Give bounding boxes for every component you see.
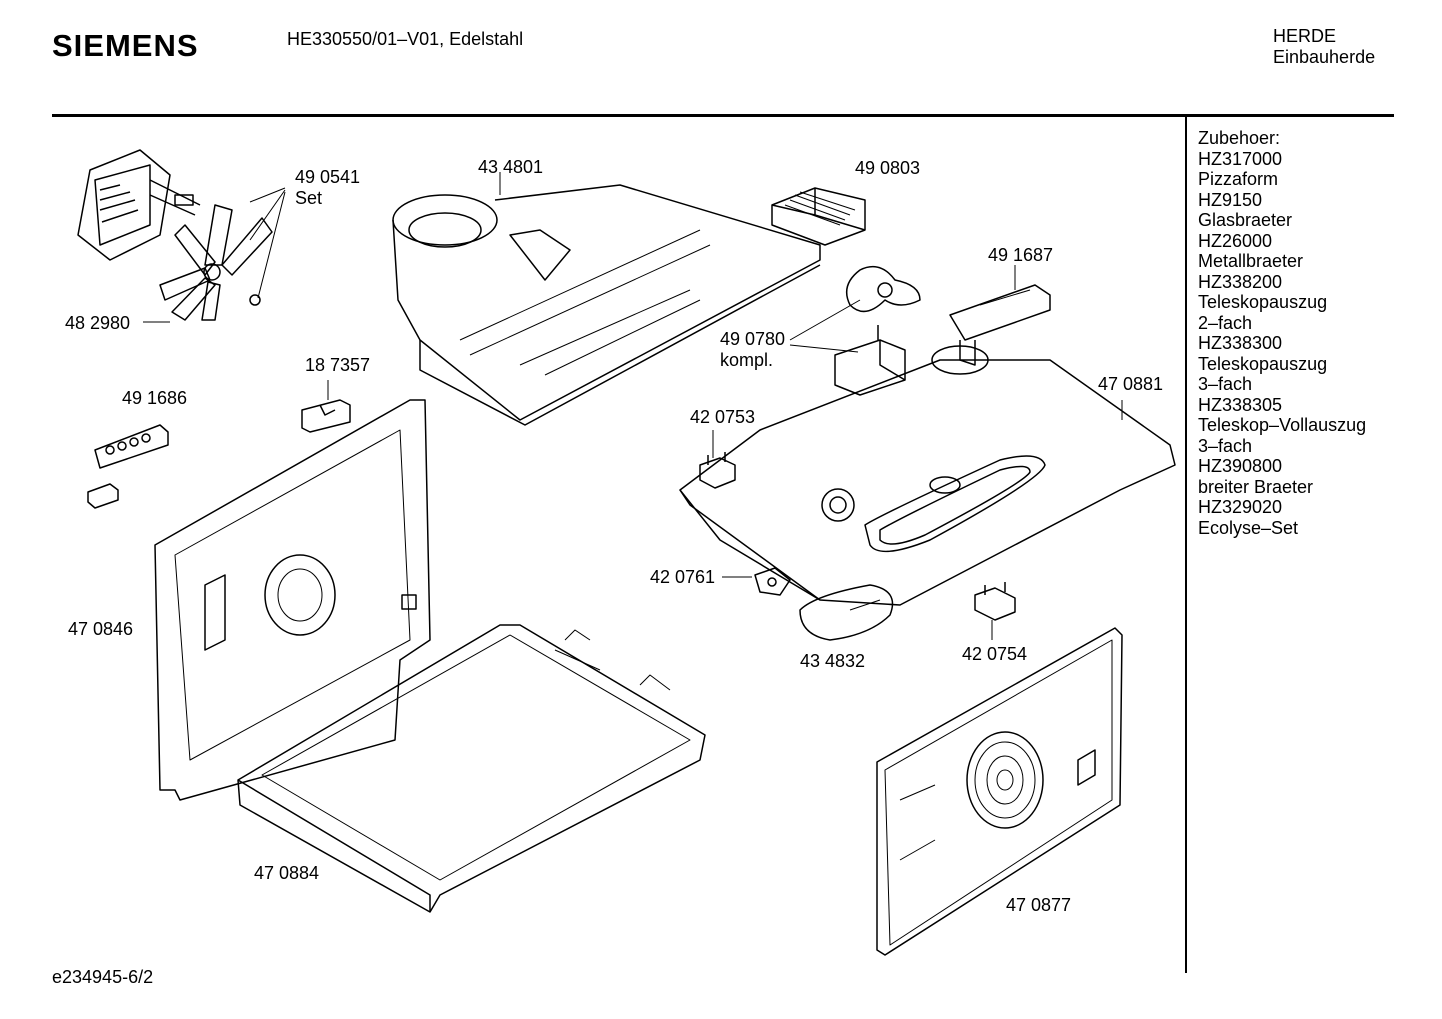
drawing-id: e234945-6/2	[52, 967, 154, 987]
accessory-item: HZ26000	[1198, 230, 1273, 251]
accessory-item: Teleskopauszug	[1198, 353, 1328, 374]
part-label: 42 0753	[690, 407, 756, 427]
thermostat-42-0754	[974, 582, 1016, 621]
bracket-42-0761	[754, 567, 791, 596]
fan-motor-set	[77, 149, 201, 261]
accessory-item: HZ338305	[1198, 394, 1283, 415]
catalyst-block	[771, 187, 866, 246]
accessory-item: 2–fach	[1198, 312, 1253, 333]
part-label: 49 0541	[295, 167, 361, 187]
plate-43-4832	[799, 584, 894, 641]
exploded-view-drawing	[77, 149, 1176, 956]
accessory-item: HZ329020	[1198, 497, 1283, 517]
fan-wheel	[159, 204, 273, 321]
accessory-item: 3–fach	[1198, 435, 1253, 456]
accessory-item: Glasbraeter	[1198, 210, 1293, 230]
category-label: HERDE Einbauherde	[1273, 26, 1375, 68]
cooling-fan-motor	[834, 265, 921, 396]
accessory-item: Pizzaform	[1198, 169, 1279, 189]
accessories-list: Zubehoer: HZ317000 Pizzaform HZ9150 Glas…	[1198, 128, 1366, 538]
terminal-block	[87, 424, 169, 509]
accessory-item: Metallbraeter	[1198, 251, 1304, 271]
part-label: 43 4801	[478, 157, 544, 177]
part-label: 43 4832	[800, 651, 866, 671]
part-label: 47 0877	[1006, 895, 1072, 915]
accessory-item: breiter Braeter	[1198, 476, 1314, 497]
accessory-item: HZ317000	[1198, 148, 1283, 169]
accessory-item: Teleskop–Vollauszug	[1198, 415, 1367, 435]
part-label: 47 0846	[68, 619, 134, 639]
thermostat-42-0753	[699, 452, 736, 489]
part-label: 42 0754	[962, 644, 1028, 664]
accessory-item: Teleskopauszug	[1198, 292, 1328, 312]
part-label: 47 0884	[254, 863, 320, 883]
accessory-item: Ecolyse–Set	[1198, 517, 1299, 538]
category-line-1: HERDE	[1273, 26, 1337, 46]
accessory-item: HZ338200	[1198, 271, 1283, 292]
part-label: 48 2980	[65, 313, 131, 333]
rear-panel-top	[679, 345, 1176, 606]
part-label: 49 0803	[855, 158, 921, 178]
side-panel	[154, 399, 431, 801]
siemens-logo: SIEMENS	[52, 28, 199, 63]
model-title: HE330550/01–V01, Edelstahl	[287, 29, 524, 49]
part-label-sub: kompl.	[720, 350, 774, 370]
lamp-holder	[301, 399, 351, 433]
accessory-item: HZ9150	[1198, 189, 1263, 210]
fan-cover-plate	[876, 627, 1123, 956]
part-label: 49 1687	[988, 245, 1054, 265]
accessory-heading: Zubehoer:	[1198, 128, 1281, 148]
part-label: 47 0881	[1098, 374, 1164, 394]
header-divider	[52, 114, 1394, 117]
air-duct	[392, 184, 821, 426]
sidebar-divider	[1185, 117, 1187, 973]
accessory-item: 3–fach	[1198, 374, 1253, 394]
bottom-tray	[237, 624, 706, 913]
part-label: 18 7357	[305, 355, 371, 375]
accessory-item: HZ338300	[1198, 333, 1283, 353]
part-label-sub: Set	[295, 188, 323, 208]
part-label: 42 0761	[650, 567, 716, 587]
accessory-item: HZ390800	[1198, 456, 1283, 476]
part-label: 49 0780	[720, 329, 786, 349]
category-line-2: Einbauherde	[1273, 47, 1376, 67]
part-label: 49 1686	[122, 388, 188, 408]
switch-bar	[949, 284, 1051, 366]
